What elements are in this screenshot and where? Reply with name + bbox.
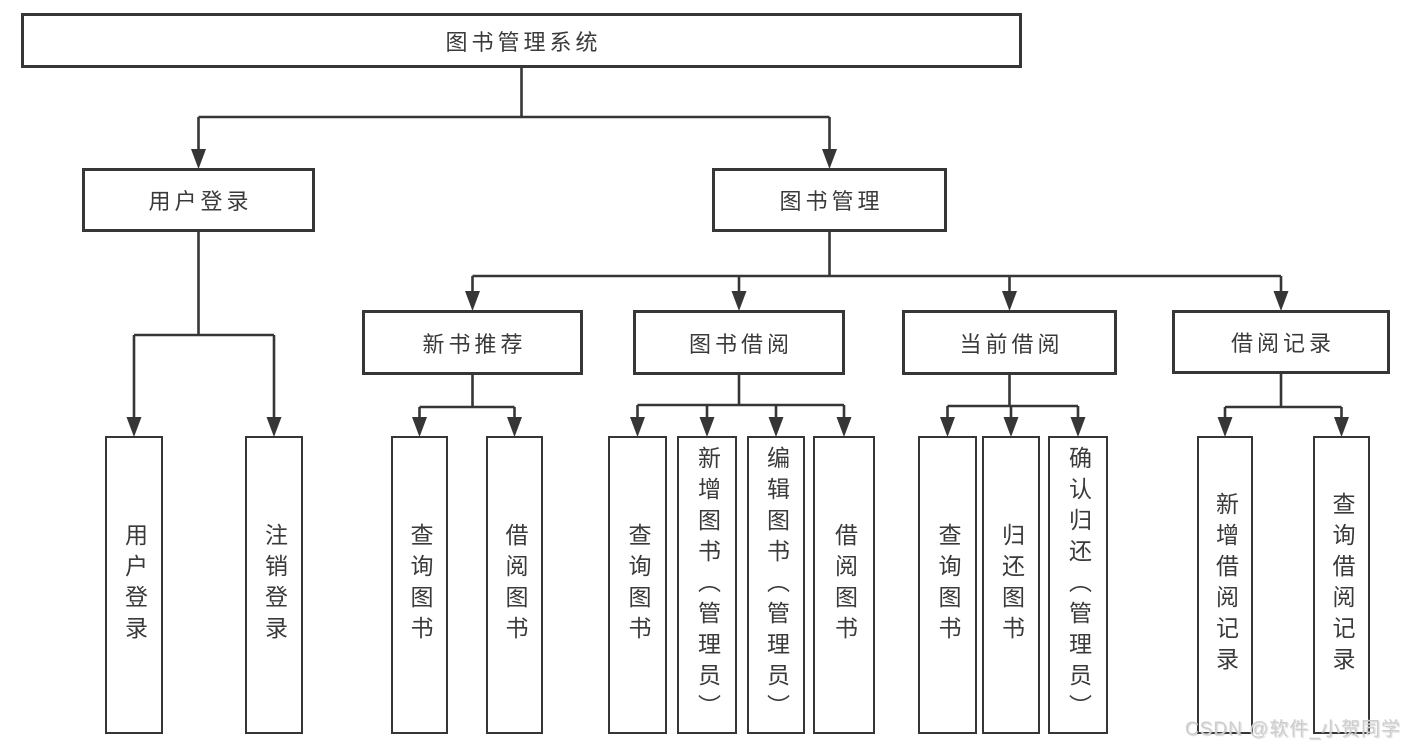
- connector-current: [946, 375, 1080, 421]
- node-label: 归还图书: [998, 523, 1025, 647]
- arrowhead-icon: [768, 417, 784, 437]
- node-cur-query: 查询图书: [918, 436, 977, 734]
- node-bw-add: 新增图书（管理员）: [677, 436, 737, 734]
- node-rec-add: 新增借阅记录: [1197, 436, 1253, 734]
- node-records: 借阅记录: [1172, 310, 1390, 374]
- connector-login: [132, 232, 276, 421]
- node-label: 查询图书: [935, 523, 961, 647]
- node-bw-edit: 编辑图书（管理员）: [747, 436, 805, 734]
- node-cur-return: 归还图书: [982, 436, 1040, 734]
- node-newbook: 新书推荐: [362, 310, 583, 375]
- node-label: 借阅记录: [1230, 331, 1335, 356]
- node-label: 查询图书: [625, 523, 651, 647]
- node-label: 新书推荐: [422, 331, 527, 357]
- node-nb-borrow: 借阅图书: [486, 436, 543, 734]
- arrowhead-icon: [1334, 417, 1349, 437]
- arrowhead-icon: [191, 149, 206, 169]
- arrowhead-icon: [731, 291, 747, 311]
- arrowhead-icon: [507, 417, 522, 437]
- node-borrow: 图书借阅: [633, 310, 845, 375]
- node-label: 用户登录: [121, 523, 148, 647]
- arrowhead-icon: [836, 417, 852, 437]
- arrowhead-icon: [1003, 417, 1019, 437]
- arrowhead-icon: [1217, 417, 1233, 437]
- node-label: 借阅图书: [502, 523, 528, 647]
- connector-newbook: [418, 375, 516, 421]
- connector-records: [1223, 374, 1343, 421]
- node-label: 确认归还（管理员）: [1065, 445, 1092, 725]
- node-nb-query: 查询图书: [391, 436, 448, 734]
- node-label: 用户登录: [148, 189, 253, 214]
- connector-bookmgmt: [471, 232, 1283, 295]
- arrowhead-icon: [412, 417, 427, 437]
- node-label: 当前借阅: [959, 331, 1064, 357]
- node-label: 借阅图书: [831, 523, 858, 647]
- node-login: 用户登录: [82, 168, 315, 232]
- node-label: 注销登录: [261, 523, 288, 647]
- connector-borrow: [636, 375, 846, 421]
- connector-root: [197, 68, 831, 153]
- node-label: 编辑图书（管理员）: [763, 445, 790, 725]
- node-login-user: 用户登录: [105, 436, 163, 734]
- arrowhead-icon: [465, 291, 480, 311]
- watermark-text: CSDN @软件_小贺同学: [1185, 719, 1401, 740]
- node-rec-query: 查询借阅记录: [1313, 436, 1370, 734]
- arrowhead-icon: [630, 417, 645, 437]
- arrowhead-icon: [699, 417, 715, 437]
- node-label: 图书管理: [779, 189, 884, 214]
- node-label: 查询借阅记录: [1329, 492, 1355, 678]
- arrowhead-icon: [1002, 291, 1017, 311]
- arrowhead-icon: [126, 417, 142, 437]
- arrowhead-icon: [266, 417, 282, 437]
- node-bw-borrow: 借阅图书: [813, 436, 875, 734]
- arrowhead-icon: [822, 149, 837, 169]
- node-current: 当前借阅: [902, 310, 1117, 375]
- node-login-logout: 注销登录: [245, 436, 303, 734]
- arrowhead-icon: [1273, 291, 1289, 311]
- node-label: 图书管理系统: [445, 29, 602, 55]
- node-bw-query: 查询图书: [608, 436, 667, 734]
- arrowhead-icon: [940, 417, 955, 437]
- node-label: 图书借阅: [688, 331, 793, 357]
- node-label: 新增图书（管理员）: [694, 445, 721, 725]
- arrowhead-icon: [1070, 417, 1086, 437]
- node-root: 图书管理系统: [21, 13, 1022, 68]
- node-label: 新增借阅记录: [1212, 492, 1239, 678]
- node-label: 查询图书: [407, 523, 433, 647]
- node-cur-confirm: 确认归还（管理员）: [1048, 436, 1108, 734]
- node-bookmgmt: 图书管理: [712, 168, 947, 232]
